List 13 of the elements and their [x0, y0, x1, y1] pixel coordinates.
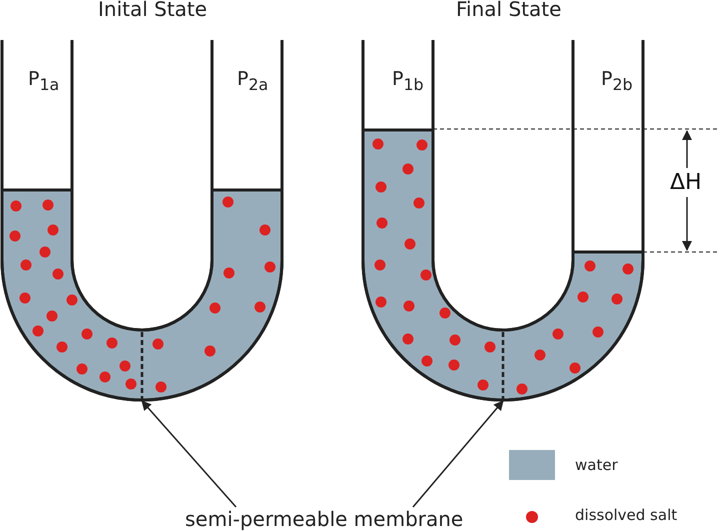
state-heading: Final State — [456, 0, 562, 21]
legend-label: dissolved salt — [575, 506, 678, 524]
leader-arrow — [412, 400, 504, 508]
pressure-label: P$_{2b}$ — [601, 68, 633, 94]
leader-arrow — [141, 400, 237, 508]
membrane-line — [502, 332, 504, 399]
state-heading: Inital State — [98, 0, 208, 21]
pressure-label: P$_{1b}$ — [392, 68, 424, 94]
pressure-label: P$_{2a}$ — [237, 68, 268, 94]
pressure-label: P$_{1a}$ — [28, 68, 60, 94]
legend-label: water — [575, 456, 618, 474]
membrane-line — [140, 332, 144, 399]
membrane-label: semi-permeable membrane — [185, 507, 464, 531]
